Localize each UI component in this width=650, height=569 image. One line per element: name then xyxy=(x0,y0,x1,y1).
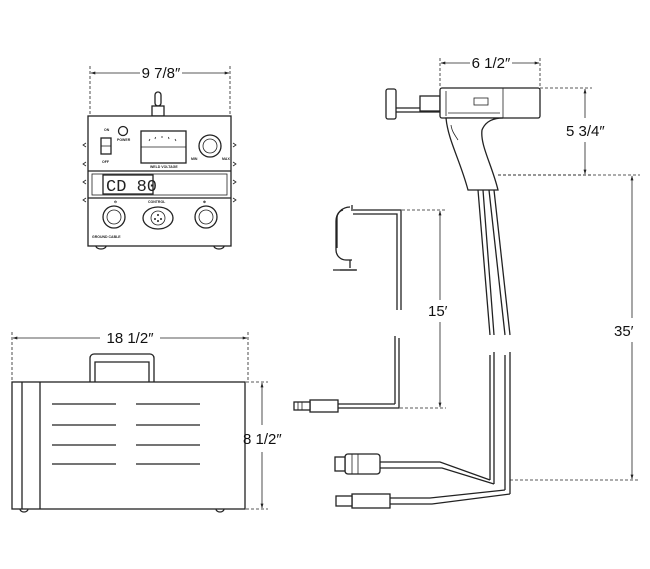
ground-connector-icon xyxy=(102,205,126,229)
gun-port-label: ⊕ xyxy=(203,200,207,204)
weld-plug-icon xyxy=(335,493,391,509)
gun-cables xyxy=(380,189,511,505)
gun-length-dimension: 6 1/2″ xyxy=(472,55,511,72)
vent-louvers xyxy=(52,403,200,465)
voltage-meter-icon xyxy=(140,130,187,164)
ground-plug-icon xyxy=(293,399,339,413)
ground-cable-label: GROUND CABLE xyxy=(92,235,121,239)
max-label: MAX xyxy=(222,157,230,161)
ground-cable-dimension: 15′ xyxy=(428,303,448,320)
ground-port-label: ⊖ xyxy=(114,200,118,204)
control-plug-icon xyxy=(334,453,381,475)
case-side-view: 18 1/2″ 8 1/2″ xyxy=(11,330,282,513)
on-label: ON xyxy=(104,128,110,132)
unit-width-dimension: 9 7/8″ xyxy=(142,65,181,82)
case-width-dimension: 18 1/2″ xyxy=(106,330,154,347)
stud-gun: 6 1/2″ 5 3/4″ xyxy=(334,55,640,509)
unit-front-view: 9 7/8″ ON OFF POWER WELD VOLTAGE MIN MAX xyxy=(82,65,237,250)
control-label: CONTROL xyxy=(148,200,166,204)
c-clamp-icon xyxy=(335,206,352,261)
handle-knob-icon xyxy=(151,91,165,117)
case-height-dimension: 8 1/2″ xyxy=(243,431,282,448)
off-label: OFF xyxy=(102,160,110,164)
foot-plate xyxy=(385,88,397,120)
power-lamp-icon xyxy=(117,125,129,137)
gun-height-dimension: 5 3/4″ xyxy=(566,123,605,140)
min-label: MIN xyxy=(191,157,198,161)
case-handle xyxy=(89,353,155,382)
control-connector-icon xyxy=(142,206,174,230)
meter-label: WELD VOLTAGE xyxy=(150,165,178,169)
ground-clamp-cable: 15′ xyxy=(293,205,448,413)
gun-connector-icon xyxy=(194,205,218,229)
model-display: CD 80 xyxy=(106,178,157,197)
gun-cable-dimension: 35′ xyxy=(614,323,634,340)
power-label: POWER xyxy=(117,138,131,142)
voltage-knob-icon xyxy=(198,134,222,158)
